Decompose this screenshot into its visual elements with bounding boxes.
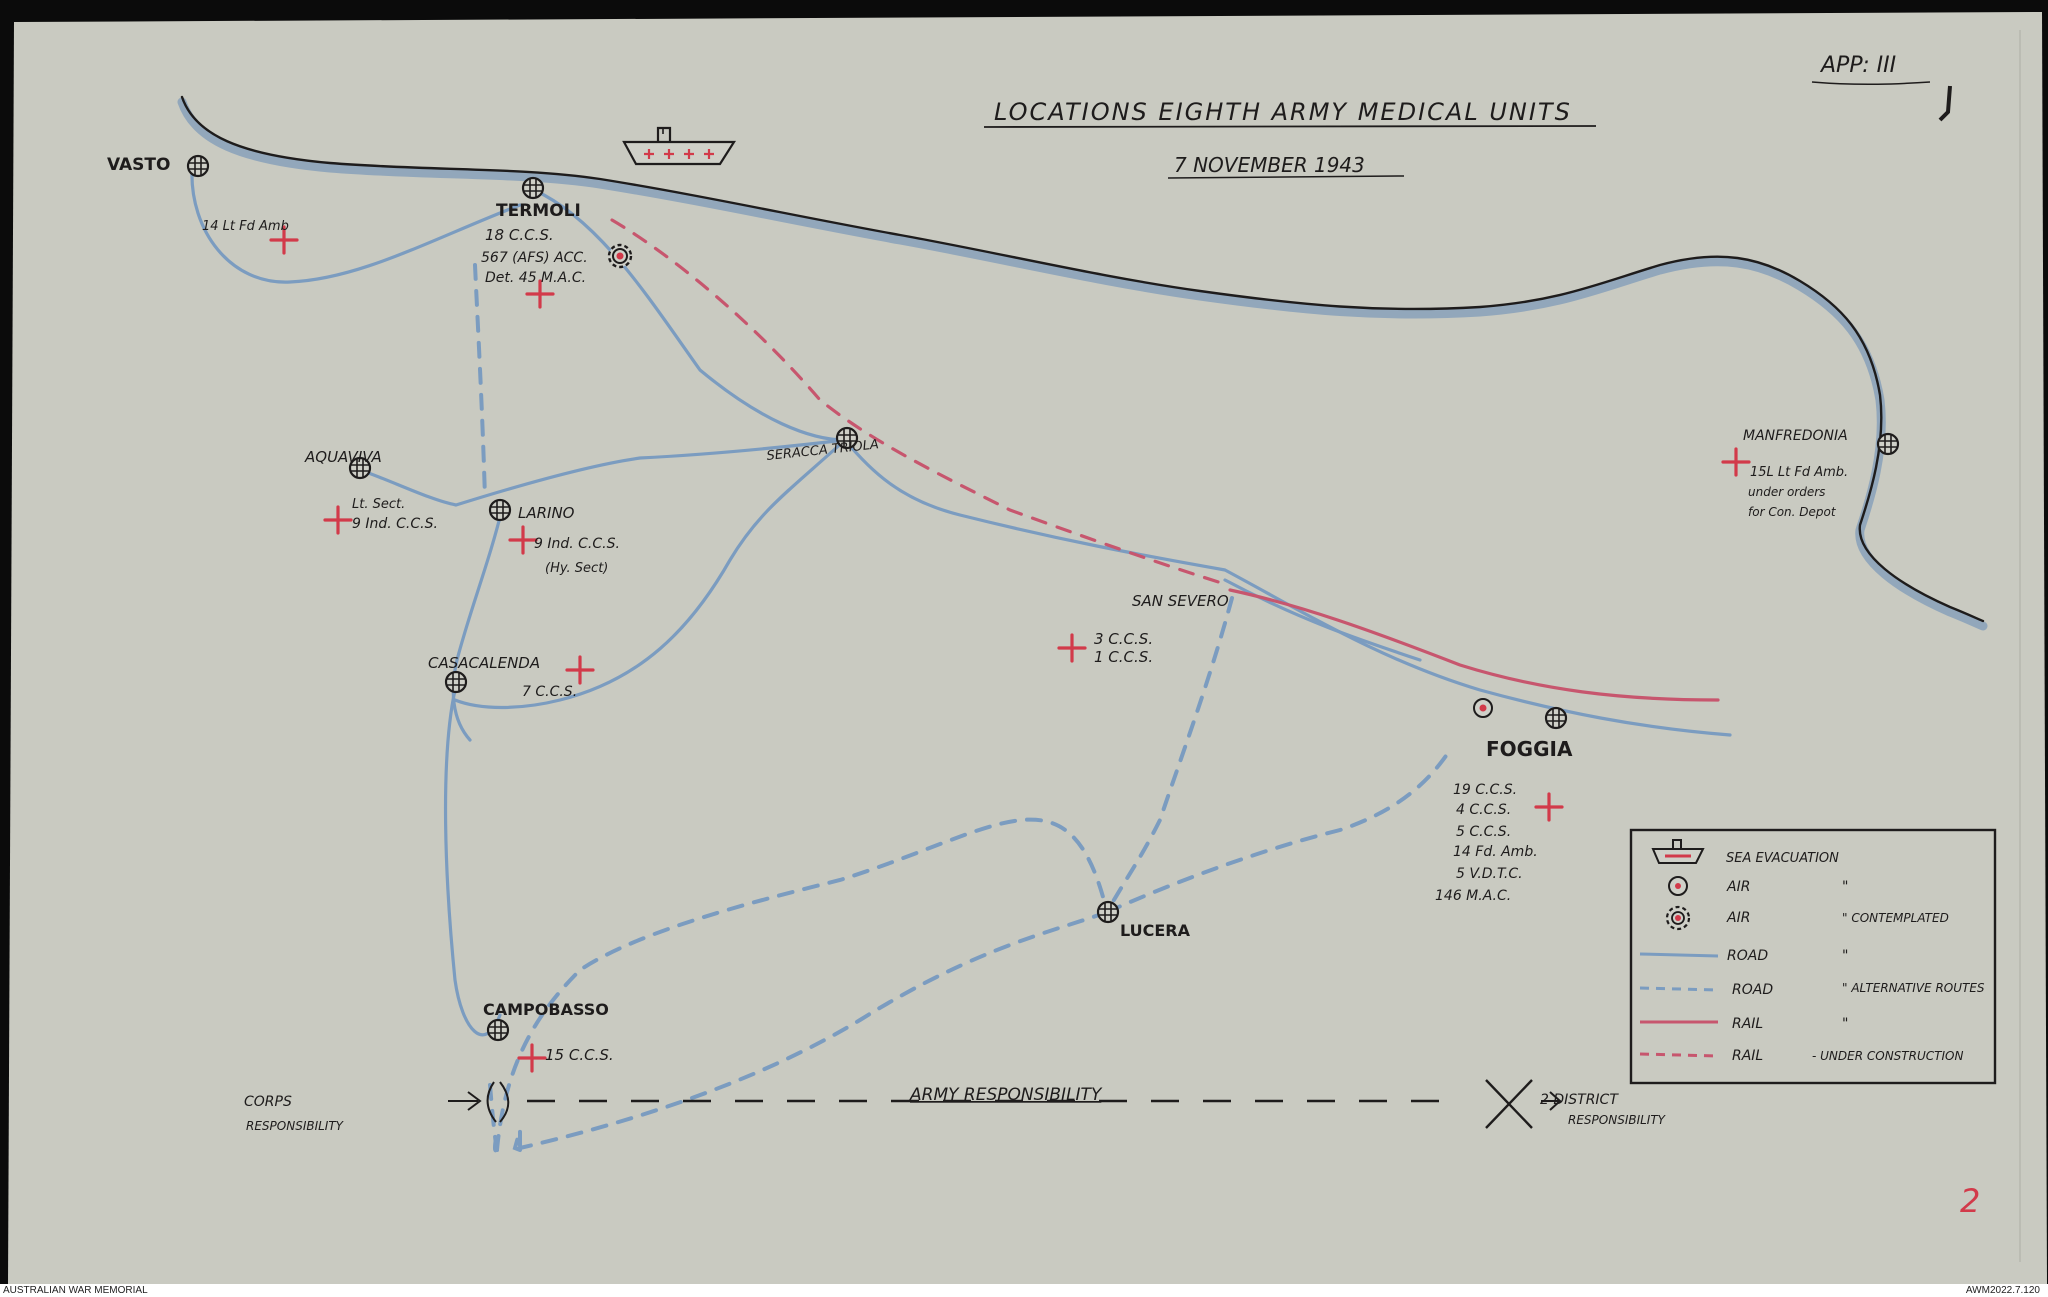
foggia-airfield-icon — [1473, 698, 1493, 718]
unit-foggia-5: 5 V.D.T.C. — [1456, 866, 1523, 882]
foggia-town-icon — [1544, 706, 1568, 730]
unit-san-severo-2: 1 C.C.S. — [1094, 648, 1153, 666]
legend-air-contemplated-icon — [1665, 905, 1691, 931]
legend-rail: RAIL — [1732, 1016, 1763, 1032]
unit-foggia-2: 4 C.C.S. — [1456, 802, 1511, 818]
legend-road: ROAD — [1727, 948, 1768, 964]
termoli-airfield-contemplated-icon — [607, 243, 633, 269]
unit-foggia-3: 5 C.C.S. — [1456, 824, 1511, 840]
district-responsibility-label: RESPONSIBILITY — [1568, 1113, 1667, 1127]
legend-air-contemplated-note: " CONTEMPLATED — [1842, 911, 1949, 925]
unit-larino-2: (Hy. Sect) — [545, 561, 608, 576]
unit-san-severo-1: 3 C.C.S. — [1094, 630, 1153, 648]
place-label-vasto: VASTO — [107, 155, 170, 175]
place-label-san-severo: SAN SEVERO — [1132, 592, 1229, 610]
unit-aquaviva-1: Lt. Sect. — [352, 497, 405, 512]
unit-manfredonia-1: 15L Lt Fd Amb. — [1750, 465, 1848, 480]
legend-air-icon — [1668, 876, 1688, 896]
larino-town-icon — [488, 498, 512, 522]
district-label: 2 DISTRICT — [1540, 1092, 1619, 1108]
footer-left: AUSTRALIAN WAR MEMORIAL — [3, 1285, 148, 1296]
manfredonia-town-icon — [1876, 432, 1900, 456]
unit-larino-1: 9 Ind. C.C.S. — [534, 536, 620, 552]
legend-rail-under-construction-note: - UNDER CONSTRUCTION — [1812, 1049, 1963, 1063]
unit-termoli-2: 567 (AFS) ACC. — [481, 250, 588, 266]
unit-termoli-1: 18 C.C.S. — [485, 226, 554, 244]
archive-footer: AUSTRALIAN WAR MEMORIAL AWM2022.7.120 — [0, 1284, 2048, 1297]
place-label-foggia: FOGGIA — [1486, 737, 1573, 761]
lucera-town-icon — [1096, 900, 1120, 924]
casacalenda-town-icon — [444, 670, 468, 694]
unit-foggia-6: 146 M.A.C. — [1435, 888, 1511, 904]
legend-road-alternative-note: " ALTERNATIVE ROUTES — [1842, 981, 1985, 995]
map-date: 7 NOVEMBER 1943 — [1174, 153, 1365, 177]
place-label-termoli: TERMOLI — [496, 201, 581, 221]
legend-road-alternative: ROAD — [1732, 982, 1773, 998]
legend-air-contemplated: AIR — [1726, 910, 1750, 926]
coastline — [177, 95, 1988, 631]
alternative-roads — [473, 263, 1452, 1153]
place-label-larino: LARINO — [518, 504, 575, 522]
map-title: LOCATIONS EIGHTH ARMY MEDICAL UNITS — [994, 98, 1572, 126]
ship-icon — [622, 126, 737, 166]
unit-manfredonia-2: under orders — [1748, 485, 1825, 499]
place-label-lucera: LUCERA — [1120, 921, 1191, 940]
place-label-campobasso: CAMPOBASSO — [483, 1000, 609, 1019]
legend-rail-ditto: " — [1842, 1016, 1848, 1032]
place-label-manfredonia: MANFREDONIA — [1743, 428, 1848, 444]
unit-foggia-1: 19 C.C.S. — [1453, 782, 1517, 798]
unit-aquaviva-2: 9 Ind. C.C.S. — [352, 516, 438, 532]
legend-air-ditto: " — [1842, 879, 1848, 895]
legend-road-ditto: " — [1842, 948, 1848, 964]
army-responsibility-label: ARMY RESPONSIBILITY — [909, 1085, 1103, 1105]
place-label-casacalenda: CASACALENDA — [428, 654, 540, 672]
corps-label: CORPS — [244, 1094, 292, 1110]
unit-foggia-4: 14 Fd. Amb. — [1453, 844, 1538, 860]
unit-manfredonia-3: for Con. Depot — [1748, 505, 1837, 519]
appendix-label: APP: III — [1819, 53, 1896, 78]
unit-casacalenda-1: 7 C.C.S. — [522, 684, 577, 700]
vasto-town-icon — [186, 154, 210, 178]
termoli-town-icon — [521, 176, 545, 200]
unit-vasto-1: 14 Lt Fd Amb — [202, 219, 289, 234]
railways — [610, 218, 1720, 702]
campobasso-town-icon — [486, 1018, 510, 1042]
page-mark: 2 — [1960, 1182, 1980, 1220]
legend: SEA EVACUATION AIR " AIR " CONTEMPLATED … — [1629, 828, 1997, 1085]
paper-sheet — [8, 12, 2047, 1284]
responsibility-boundary — [448, 1079, 1562, 1129]
legend-rail-under-construction: RAIL — [1732, 1048, 1763, 1064]
legend-sea-evacuation: SEA EVACUATION — [1726, 851, 1839, 866]
place-label-aquaviva: AQUAVIVA — [304, 448, 382, 466]
corps-responsibility-label: RESPONSIBILITY — [246, 1119, 345, 1133]
footer-right: AWM2022.7.120 — [1965, 1285, 2040, 1296]
unit-termoli-3: Det. 45 M.A.C. — [485, 270, 586, 286]
unit-campobasso-1: 15 C.C.S. — [545, 1046, 614, 1064]
legend-ship-icon — [1651, 839, 1705, 864]
legend-air: AIR — [1726, 879, 1750, 895]
